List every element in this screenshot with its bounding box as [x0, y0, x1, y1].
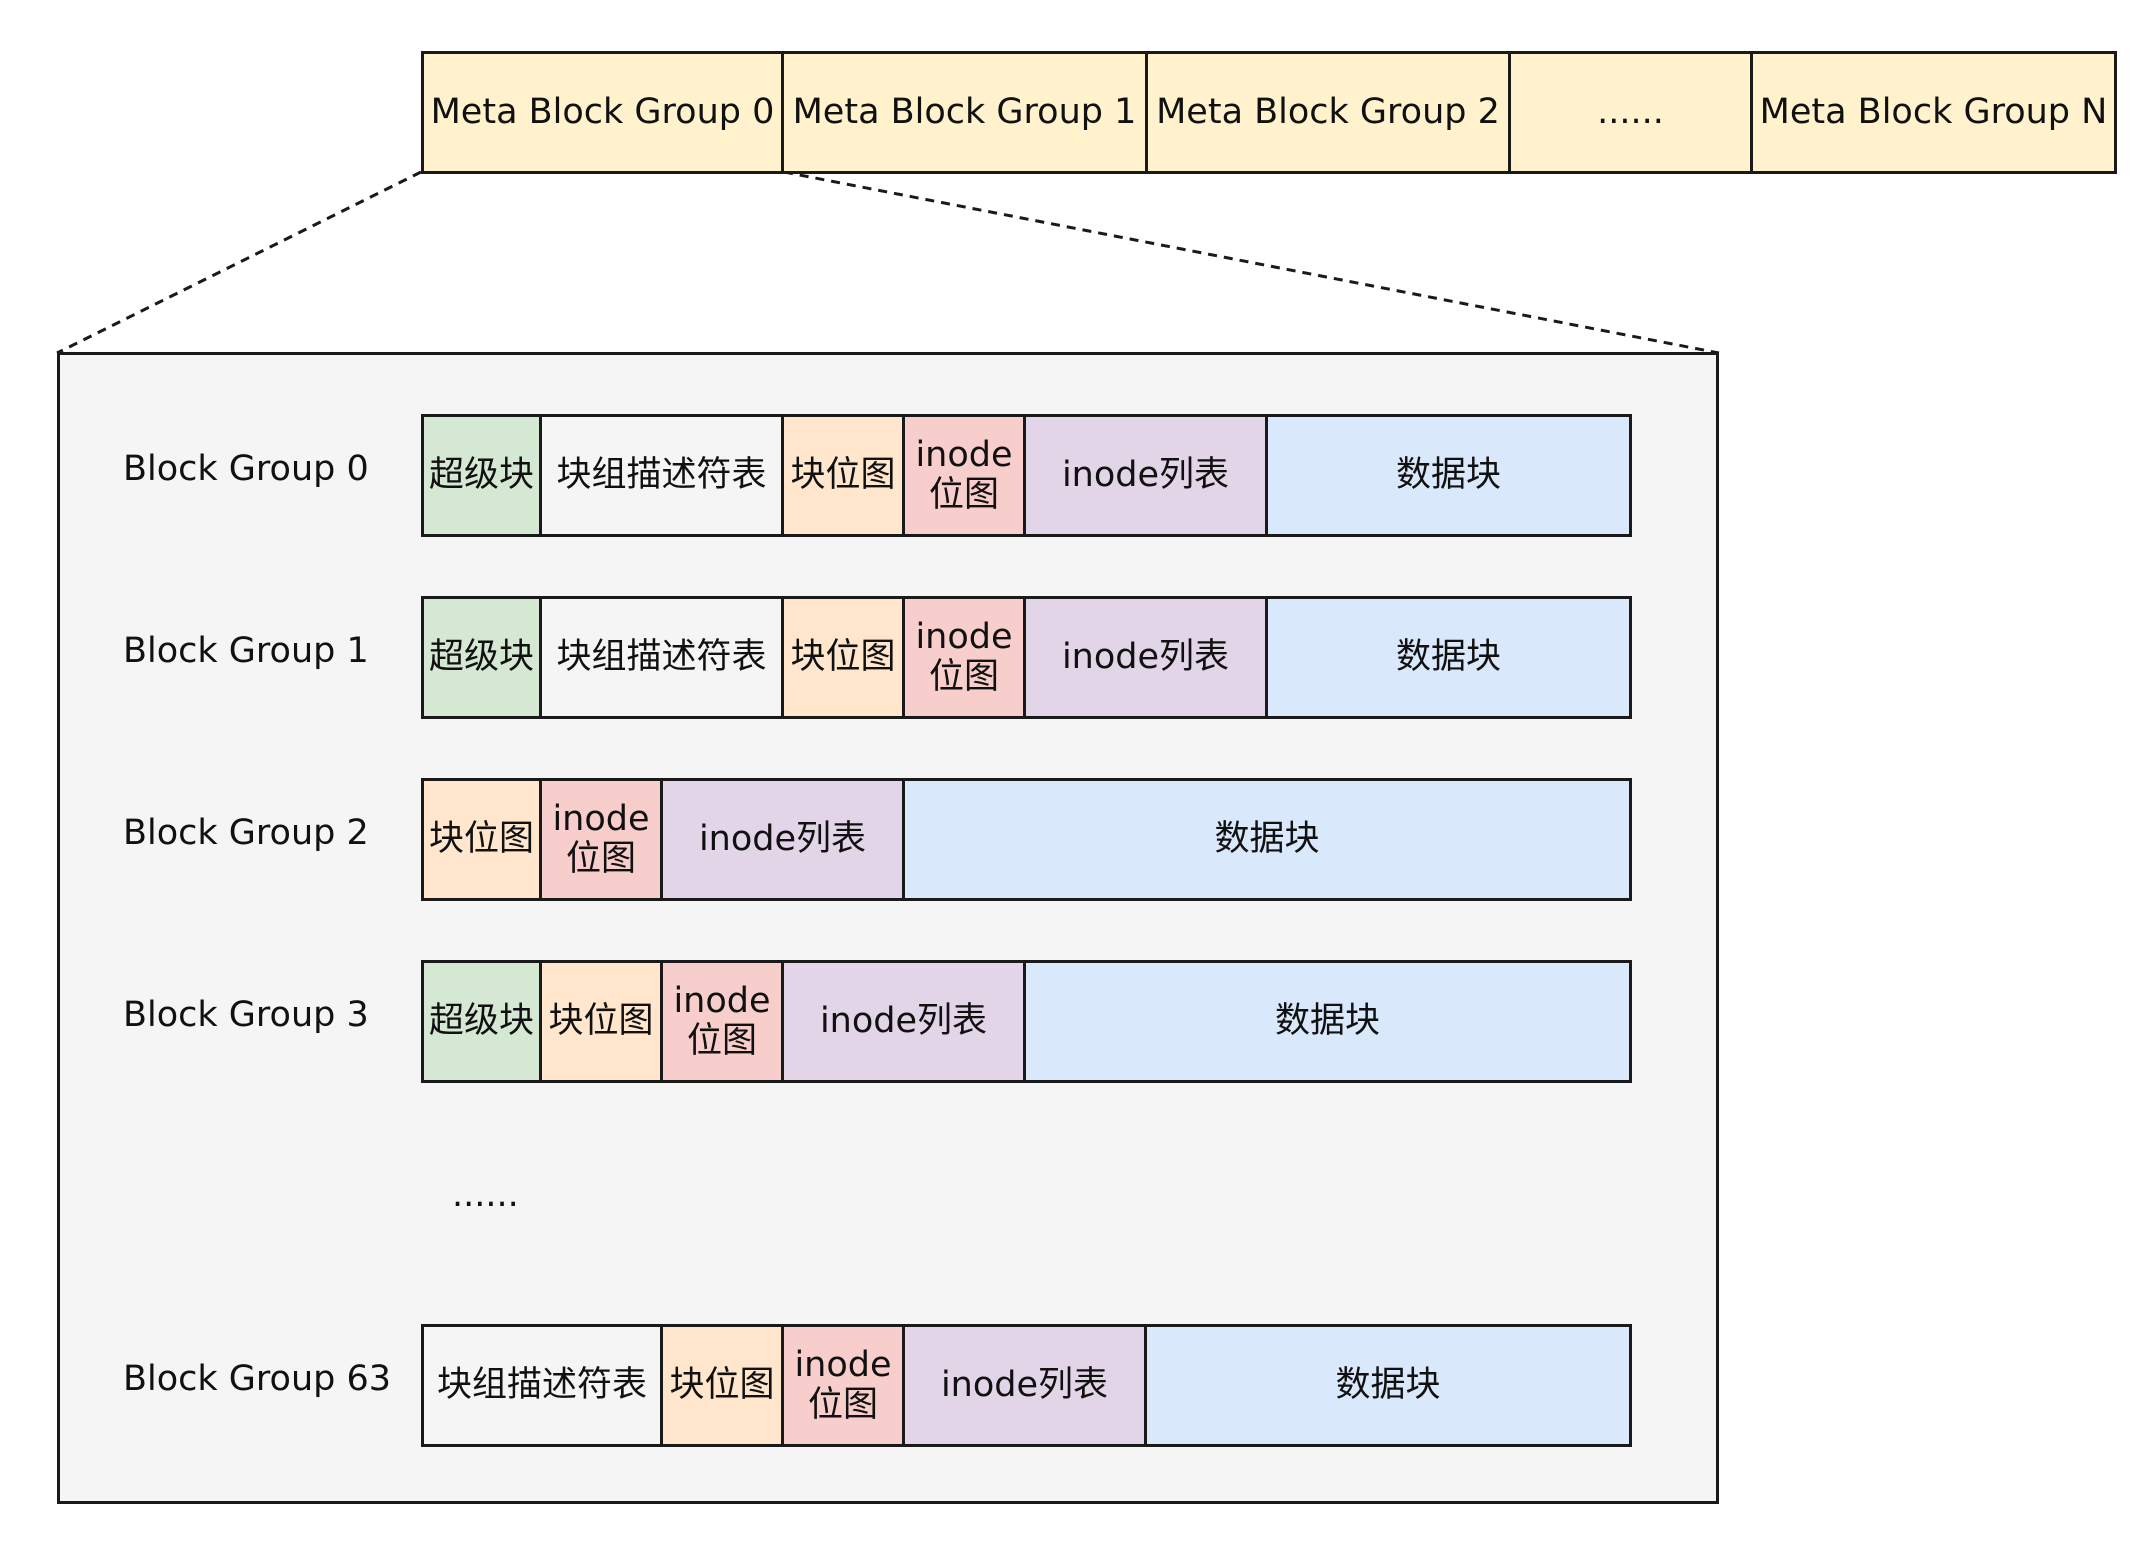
meta-block-group-1: Meta Block Group 1	[781, 51, 1148, 174]
block-group-label: Block Group 3	[123, 994, 369, 1035]
connector-right	[783, 170, 1720, 355]
segment-data: 数据块	[1265, 414, 1632, 537]
segment-superblock: 超级块	[421, 960, 542, 1083]
segment-inode-table: inode列表	[781, 960, 1026, 1083]
block-group-label: Block Group 63	[123, 1358, 392, 1399]
meta-block-group-4: Meta Block Group N	[1750, 51, 2117, 174]
connector-left	[56, 170, 422, 355]
segment-inode-bitmap: inode 位图	[902, 414, 1026, 537]
segment-inode-table: inode列表	[1023, 414, 1268, 537]
segment-inode-bitmap: inode 位图	[660, 960, 784, 1083]
meta-block-group-3: ......	[1508, 51, 1753, 174]
segment-data: 数据块	[1023, 960, 1632, 1083]
block-group-label: Block Group 2	[123, 812, 369, 853]
segment-superblock: 超级块	[421, 596, 542, 719]
group-ellipsis: ......	[452, 1175, 519, 1215]
segment-bitmap: 块位图	[781, 596, 905, 719]
segment-bitmap: 块位图	[660, 1324, 784, 1447]
segment-data: 数据块	[1144, 1324, 1632, 1447]
block-group-label: Block Group 0	[123, 448, 369, 489]
segment-descriptor: 块组描述符表	[421, 1324, 663, 1447]
segment-inode-bitmap: inode 位图	[539, 778, 663, 901]
segment-inode-table: inode列表	[660, 778, 905, 901]
segment-bitmap: 块位图	[421, 778, 542, 901]
segment-bitmap: 块位图	[781, 414, 905, 537]
block-group-detail-frame	[57, 352, 1719, 1504]
segment-descriptor: 块组描述符表	[539, 596, 784, 719]
segment-descriptor: 块组描述符表	[539, 414, 784, 537]
segment-data: 数据块	[1265, 596, 1632, 719]
segment-bitmap: 块位图	[539, 960, 663, 1083]
meta-block-group-2: Meta Block Group 2	[1145, 51, 1511, 174]
segment-superblock: 超级块	[421, 414, 542, 537]
meta-block-group-0: Meta Block Group 0	[421, 51, 784, 174]
segment-inode-bitmap: inode 位图	[781, 1324, 905, 1447]
segment-inode-bitmap: inode 位图	[902, 596, 1026, 719]
segment-inode-table: inode列表	[1023, 596, 1268, 719]
segment-data: 数据块	[902, 778, 1632, 901]
block-group-label: Block Group 1	[123, 630, 369, 671]
segment-inode-table: inode列表	[902, 1324, 1147, 1447]
